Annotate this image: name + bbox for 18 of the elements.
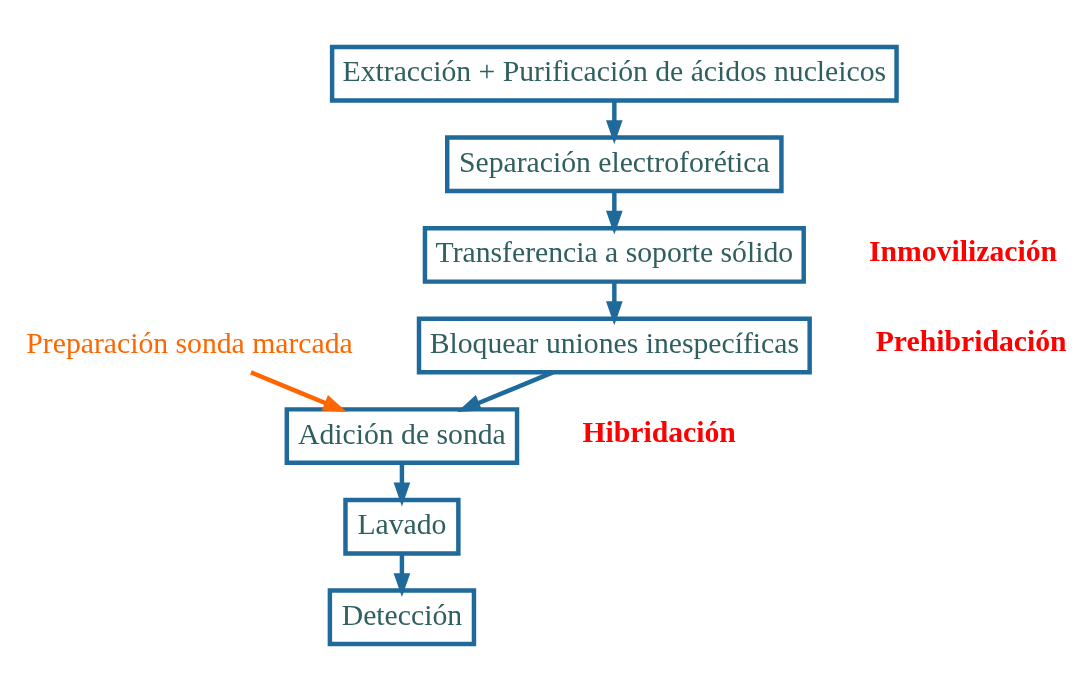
node-label: Inmovilización bbox=[869, 234, 1058, 267]
node-box: Detección bbox=[327, 588, 477, 647]
arrow bbox=[606, 281, 623, 326]
node-box: Bloquear uniones inespecíficas bbox=[416, 316, 812, 375]
node-label: Hibridación bbox=[582, 416, 736, 449]
node-box: Transferencia a soporte sólido bbox=[422, 225, 806, 284]
node-label: Prehibridación bbox=[875, 325, 1067, 358]
arrow bbox=[606, 191, 623, 235]
arrow bbox=[456, 370, 554, 412]
arrow bbox=[606, 100, 623, 144]
node-box: Extracción + Purificación de ácidos nucleicos bbox=[329, 44, 899, 103]
arrow bbox=[250, 370, 347, 412]
node-box: Adición de sonda bbox=[284, 407, 520, 466]
node-box: Separación electroforética bbox=[445, 135, 784, 194]
node-box: Lavado bbox=[343, 497, 461, 556]
arrow bbox=[393, 553, 411, 597]
node-text: Preparación sonda marcada bbox=[26, 326, 353, 359]
arrow bbox=[393, 462, 411, 507]
